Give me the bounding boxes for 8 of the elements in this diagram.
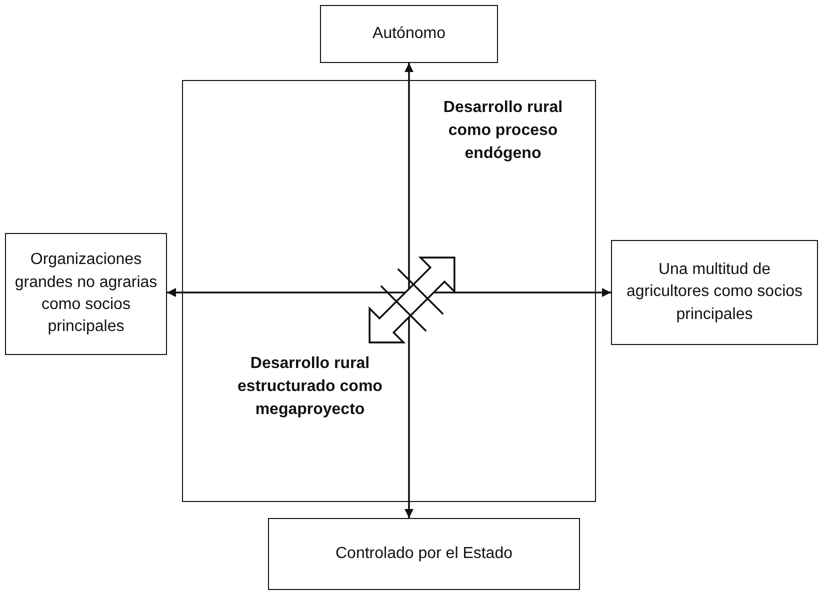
label-box: Organizaciones grandes no agrarias como socios principales bbox=[5, 233, 167, 355]
label-box: Una multitud de agricultores como socios principales bbox=[611, 240, 818, 345]
quadrant-title: Desarrollo rural como proceso endógeno bbox=[430, 96, 576, 166]
label-box: Controlado por el Estado bbox=[268, 518, 580, 590]
axis-arrow bbox=[167, 288, 611, 297]
label-box: Autónomo bbox=[320, 5, 498, 63]
quadrant-title: Desarrollo rural estructurado como megaproyecto bbox=[225, 352, 395, 422]
axis-arrow bbox=[404, 63, 414, 518]
